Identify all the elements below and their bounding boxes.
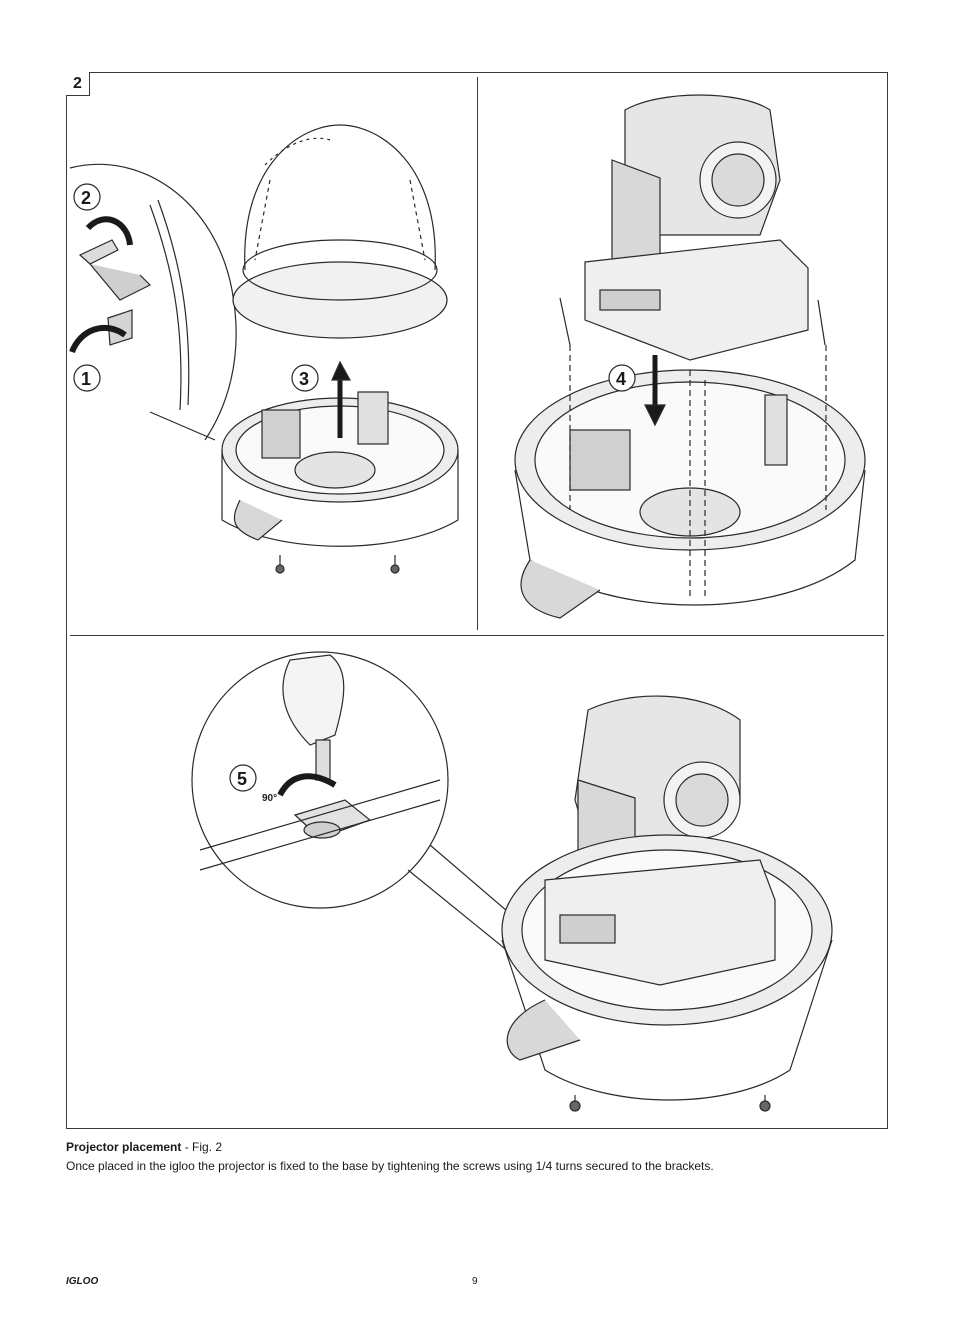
assembled-igloo (501, 695, 833, 1112)
step-circle-5 (229, 764, 257, 792)
panel-divider-vertical (477, 77, 478, 630)
zoom-detail-bracket (69, 163, 237, 441)
figure-frame (66, 72, 888, 1129)
page-number: 9 (472, 1276, 478, 1287)
caption-heading: Projector placement - Fig. 2 (66, 1138, 896, 1157)
dome-cover (232, 124, 448, 339)
panel-divider-horizontal (70, 635, 884, 636)
step-label-3: 3 (299, 369, 309, 389)
figure-number: 2 (66, 72, 90, 96)
step-circle-4 (608, 364, 636, 392)
caption-title: Projector placement (66, 1140, 182, 1154)
igloo-base-full (514, 297, 866, 619)
step-circle-3 (291, 364, 319, 392)
step-label-1: 1 (81, 369, 91, 389)
caption-body: Once placed in the igloo the projector i… (66, 1159, 714, 1173)
step-circle-2 (73, 183, 101, 211)
step-label-2: 2 (81, 188, 91, 208)
step-label-4: 4 (616, 369, 626, 389)
step-circle-1 (73, 364, 101, 392)
igloo-base-open (221, 391, 459, 574)
caption-fig-ref: - Fig. 2 (181, 1140, 223, 1154)
step-label-5: 5 (237, 769, 247, 789)
projector-upper (584, 94, 809, 361)
footer-brand: IGLOO (66, 1276, 99, 1287)
figure-caption: Projector placement - Fig. 2 Once placed… (66, 1138, 896, 1176)
angle-label: 90° (262, 793, 277, 804)
zoom-detail-screw (191, 651, 536, 966)
